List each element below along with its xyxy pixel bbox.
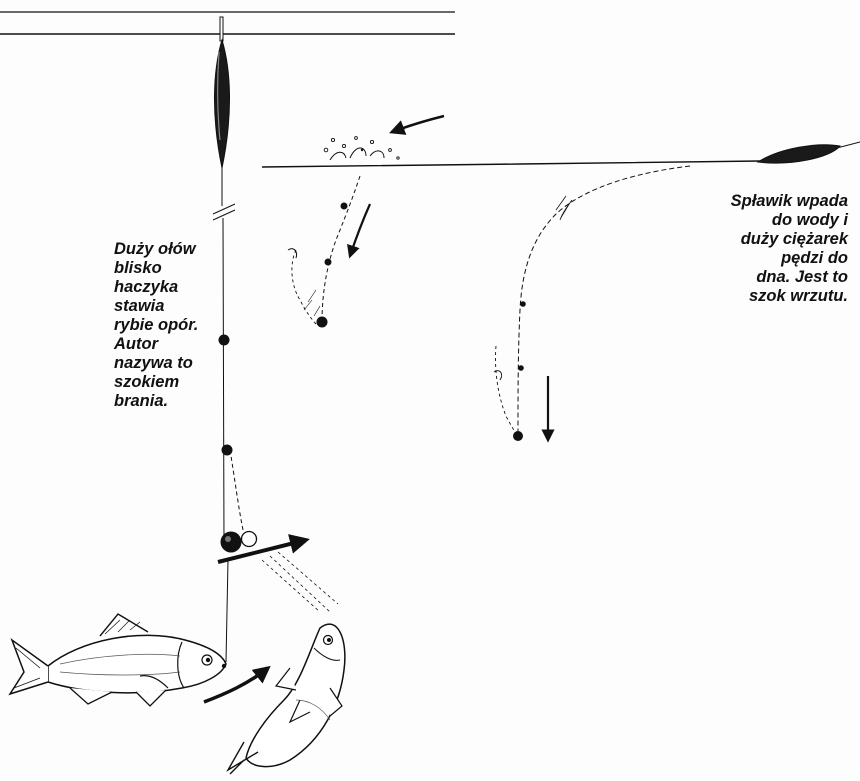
diving-fish: [226, 623, 346, 775]
sinking-rig-far: [493, 165, 691, 443]
caption-left-line: szokiem: [114, 373, 180, 391]
sinking-rig-near: [287, 175, 372, 328]
caption-left-line: Autor: [114, 335, 158, 353]
caption-left-line: stawia: [114, 297, 165, 315]
caption-left-line: nazywa to: [114, 354, 193, 372]
caption-right-line: duży ciężarek: [740, 230, 848, 248]
caption-right-line: Spławik wpada: [730, 192, 848, 210]
caption-right-line: dna. Jest to: [756, 268, 848, 286]
resistance-arrow: [217, 534, 339, 613]
left-water-surface: [0, 11, 455, 35]
approach-arrow: [203, 665, 271, 704]
left-shot-weights: [218, 334, 258, 553]
caption-cast-shock: Spławik wpada do wody i duży ciężarek pę…: [731, 192, 848, 306]
cast-arrow: [389, 114, 445, 135]
caption-left-line: brania.: [114, 392, 169, 410]
right-float: [756, 144, 841, 164]
caption-left-line: rybie opór.: [114, 316, 199, 334]
splash: [323, 136, 400, 161]
caption-strike-shock: Duży ołów blisko haczyka stawia rybie op…: [114, 240, 198, 411]
caption-left-line: Duży ołów: [114, 240, 196, 258]
caption-right-line: pędzi do: [781, 249, 848, 267]
caption-left-line: haczyka: [114, 278, 179, 296]
left-main-line: [212, 168, 244, 663]
caption-right-line: szok wrzutu.: [748, 287, 848, 305]
caption-left-line: blisko: [114, 259, 162, 277]
left-fish: [8, 613, 227, 707]
left-float: [214, 16, 230, 169]
caption-right-line: do wody i: [771, 211, 848, 229]
